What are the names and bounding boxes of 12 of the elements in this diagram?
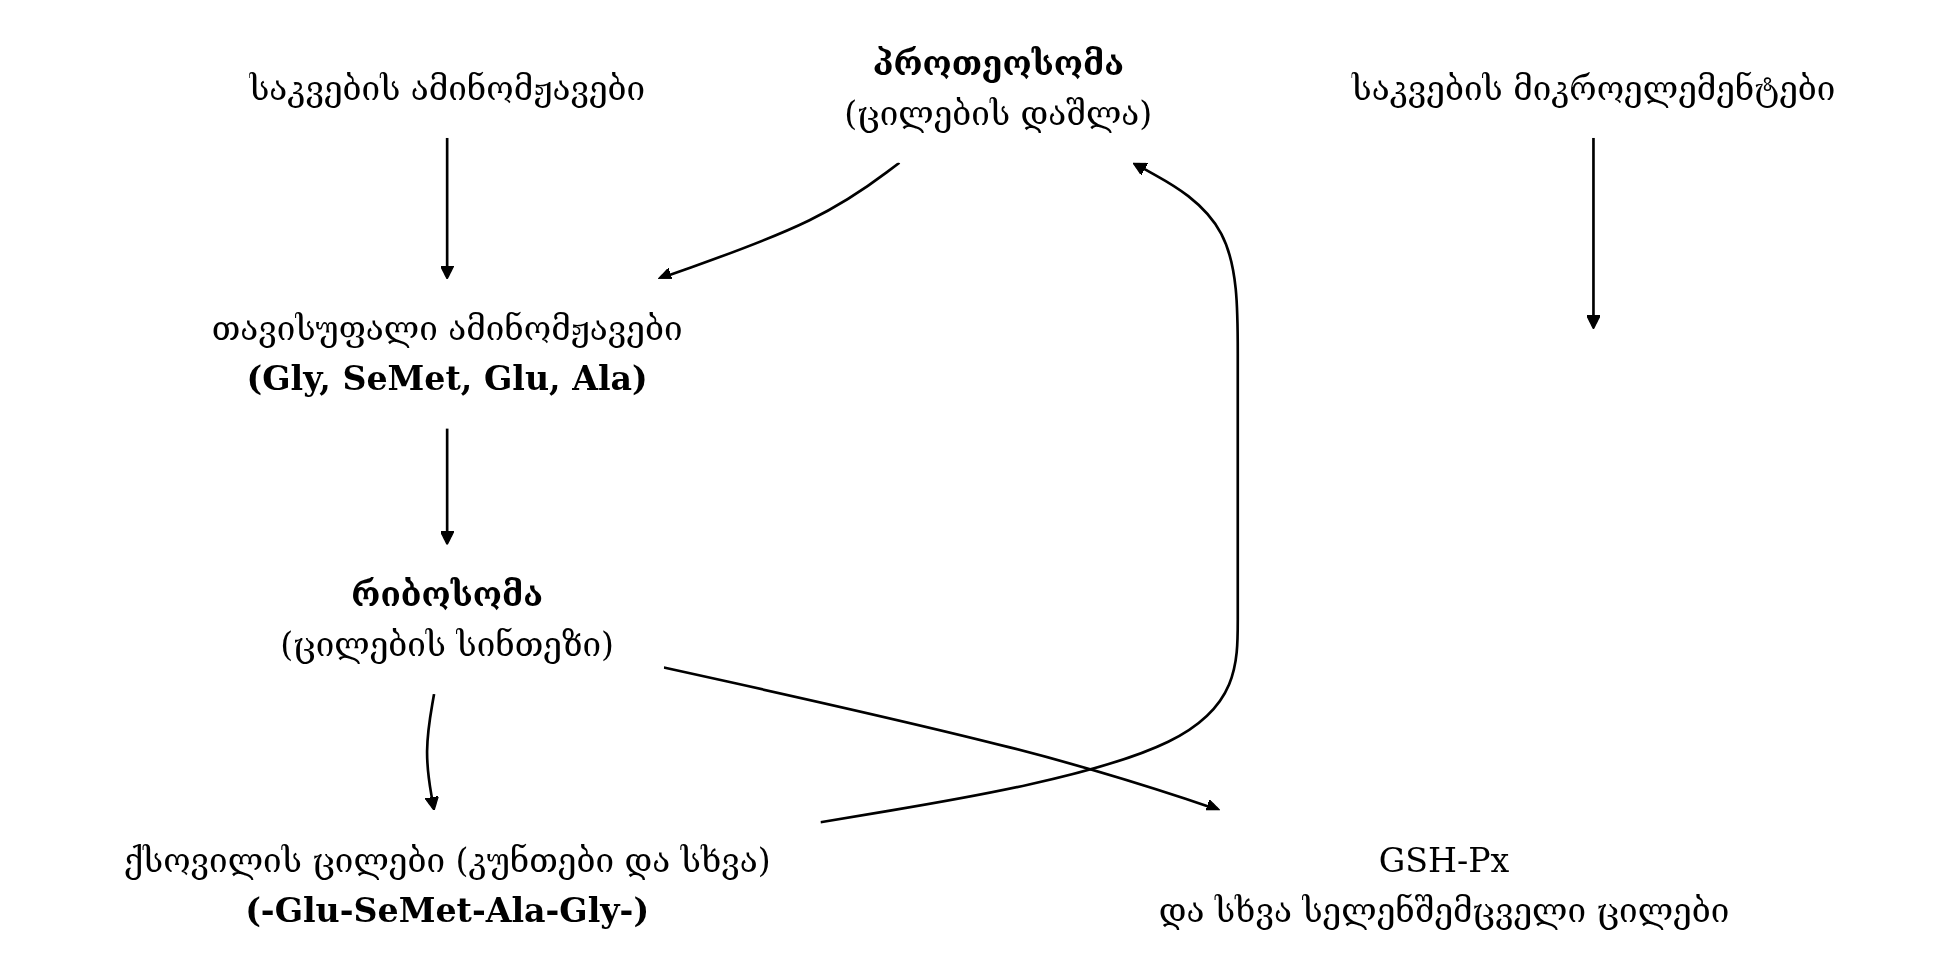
node-text: თავისუფალი ამინომჟავები (Gly, SeMet, Glu, Ala) [211, 308, 683, 399]
node-text: GSH-Px და სხვა სელენშემცველი ცილები [1158, 840, 1730, 930]
arrow [820, 162, 1240, 824]
node-text: რიბოსომა (ცილების სინთეზი) [280, 574, 615, 665]
arrow [439, 428, 455, 546]
node-text: პროთეოსომა (ცილების დაშლა) [844, 43, 1153, 133]
arrow [439, 137, 455, 280]
node-text: საკვების მიკროელემენტები [1351, 68, 1836, 108]
arrow [1586, 137, 1601, 330]
node-text: ქსოვილის ცილები (კუნთები და სხვა) (-Glu-SeMet-Ala-Gly-) [123, 840, 771, 930]
arrow [424, 693, 439, 811]
node-text: საკვების ამინომჟავები [249, 68, 646, 108]
